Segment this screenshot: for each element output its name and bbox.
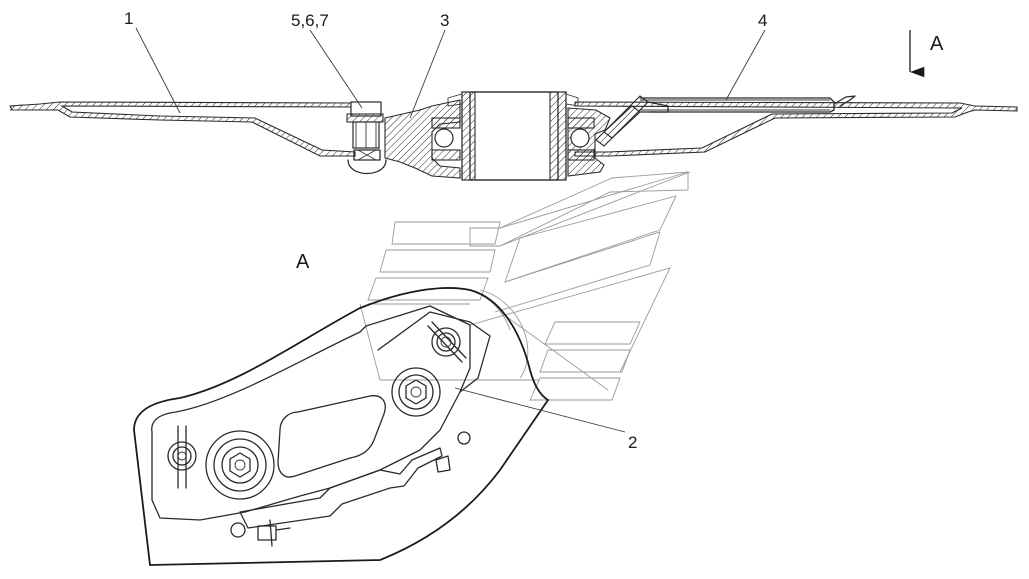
sector-plate: [377, 311, 491, 393]
left-plate: [9, 101, 356, 157]
label-part-1: 1: [124, 9, 133, 28]
label-part-3: 3: [440, 11, 449, 30]
label-part-2: 2: [628, 433, 637, 452]
view-arrow-label: A: [930, 33, 944, 55]
section-view: [9, 27, 1018, 181]
lever-rod: [639, 97, 835, 113]
projection-lines: [359, 171, 691, 401]
slot: [277, 395, 386, 478]
quadrant-plate: [133, 287, 550, 566]
bolt-assembly: [346, 101, 387, 174]
inner-plate: [151, 305, 471, 521]
view-title: A: [296, 251, 310, 273]
fasteners: [167, 321, 471, 547]
label-part-4: 4: [758, 11, 767, 30]
label-part-567: 5,6,7: [291, 11, 329, 30]
right-plate: [574, 101, 1018, 157]
